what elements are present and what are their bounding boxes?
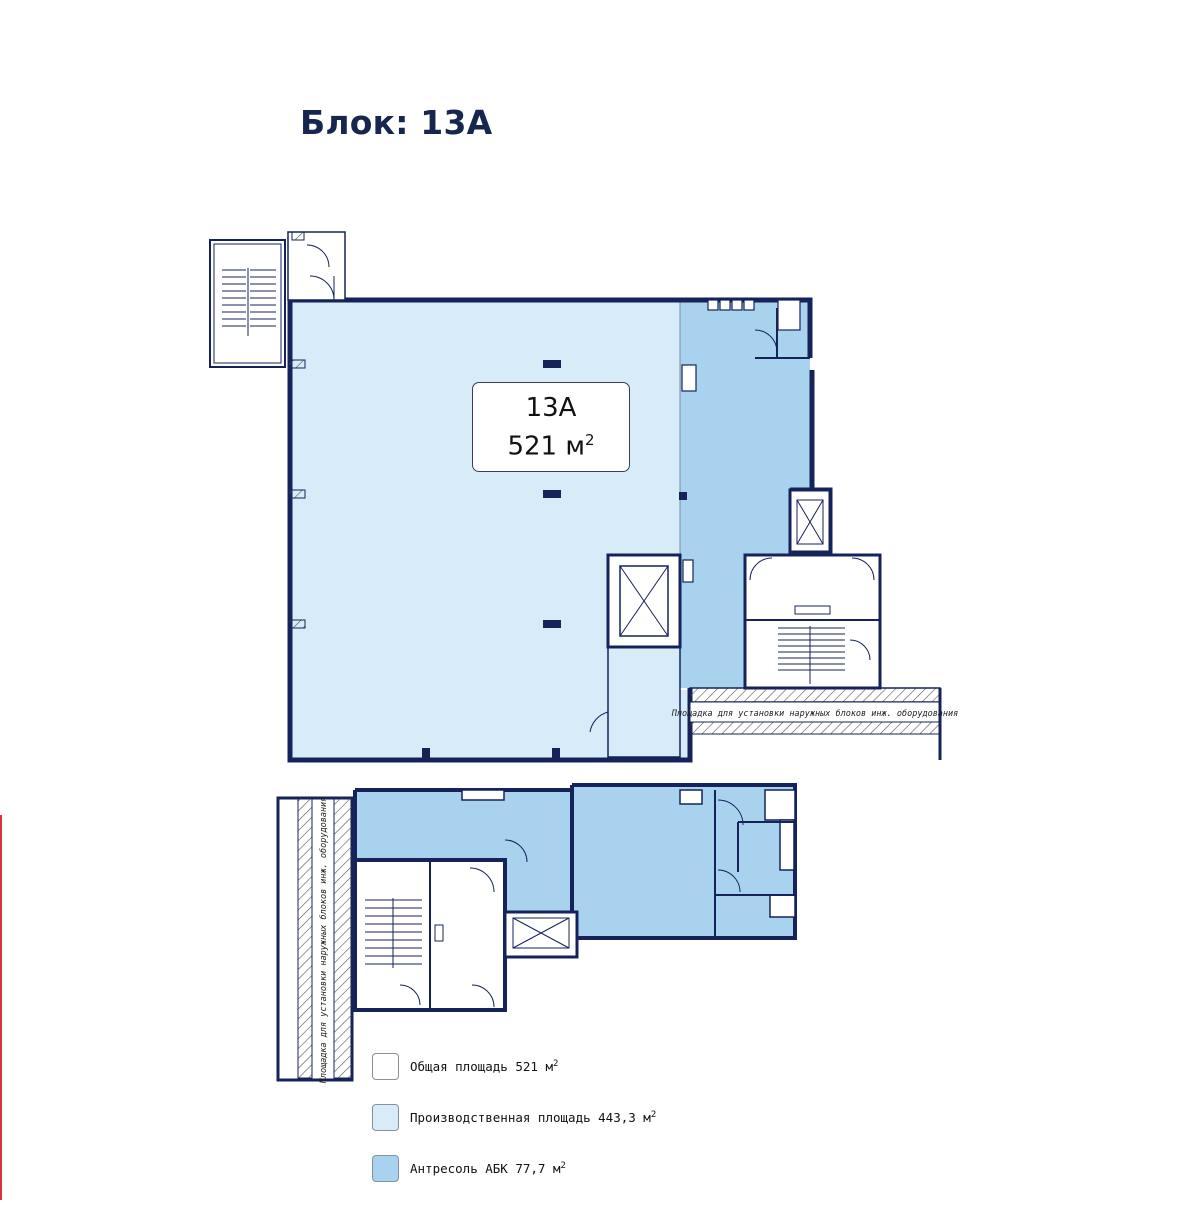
- outdoor-units-platform-bottom: Площадка для установки наружных блоков и…: [276, 796, 354, 1085]
- page-title: Блок: 13А: [300, 103, 493, 142]
- platform-label-bottom: Площадка для установки наружных блоков и…: [318, 797, 329, 1085]
- elevator-lower: [503, 910, 579, 959]
- legend-swatch-total: [372, 1053, 399, 1080]
- mezzanine-area-lower: [355, 785, 795, 938]
- production-area: [290, 300, 690, 760]
- red-margin-line: [0, 815, 2, 1200]
- mezzanine-area-upper: [680, 300, 812, 688]
- unit-area-label: 13А 521 м2: [472, 382, 630, 472]
- platform-label-top: Площадка для установки наружных блоков и…: [671, 708, 959, 719]
- stair-lobby-lower: [353, 858, 507, 1012]
- legend-label-production: Производственная площадь 443,3 м2: [410, 1110, 657, 1126]
- unit-name: 13А: [525, 393, 577, 423]
- unit-area: 521 м2: [507, 431, 595, 462]
- legend-swatch-production: [372, 1104, 399, 1131]
- columns: [422, 360, 687, 760]
- legend-label-mezzanine: Антресоль АБК 77,7 м2: [410, 1161, 566, 1177]
- legend-swatch-mezzanine: [372, 1155, 399, 1182]
- legend-label-total: Общая площадь 521 м2: [410, 1059, 559, 1075]
- elevator-upper: [589, 553, 682, 758]
- outdoor-units-platform-top: Площадка для установки наружных блоков и…: [671, 687, 959, 760]
- staircase-top: [209, 231, 346, 368]
